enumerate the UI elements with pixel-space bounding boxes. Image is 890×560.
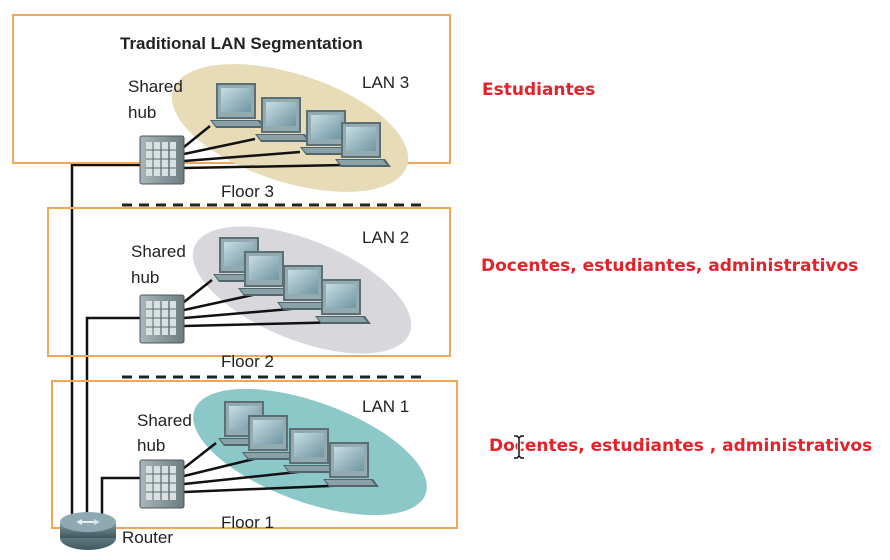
uplink-cables (70, 163, 140, 520)
floor-3-label: Floor 3 (221, 182, 274, 201)
hub-2-cables (183, 279, 348, 328)
hub-2-label-line1: Shared (131, 242, 186, 261)
hub-1-label-line2: hub (137, 436, 165, 455)
lan-2-label: LAN 2 (362, 228, 409, 247)
hub-1-label-line1: Shared (137, 411, 192, 430)
text-cursor-icon (514, 434, 524, 460)
lan-1-role-label: Docentes, estudiantes , administrativos (489, 436, 873, 456)
hub-1-cables (183, 442, 353, 494)
diagram-title: Traditional LAN Segmentation (120, 34, 363, 53)
hub-3-label-line2: hub (128, 103, 156, 122)
floor-3-box (12, 14, 451, 164)
hub-icon (139, 135, 185, 185)
floor-1-panel: LAN 1 Shared hub Floor 1 (51, 380, 458, 532)
hub-2-label-line2: hub (131, 268, 159, 287)
hub-3-cables (183, 125, 346, 170)
floor-1-label: Floor 1 (221, 513, 274, 532)
lan-1-label: LAN 1 (362, 397, 409, 416)
lan-3-label: LAN 3 (362, 73, 409, 92)
floor-1-box (51, 380, 458, 529)
hub-icon (139, 294, 185, 344)
hub-3-label-line1: Shared (128, 77, 183, 96)
hub-icon (139, 459, 185, 509)
floor-2-label: Floor 2 (221, 352, 274, 371)
floor-3-panel: Traditional LAN Segmentation LAN 3 Share… (12, 14, 451, 201)
router-label: Router (122, 528, 173, 547)
router-icon (60, 512, 116, 550)
lan-3-role-label: Estudiantes (482, 80, 596, 100)
floor-2-panel: LAN 2 Shared hub Floor 2 (47, 207, 451, 371)
floor-2-box (47, 207, 451, 357)
lan-2-role-label: Docentes, estudiantes, administrativos (481, 256, 859, 276)
